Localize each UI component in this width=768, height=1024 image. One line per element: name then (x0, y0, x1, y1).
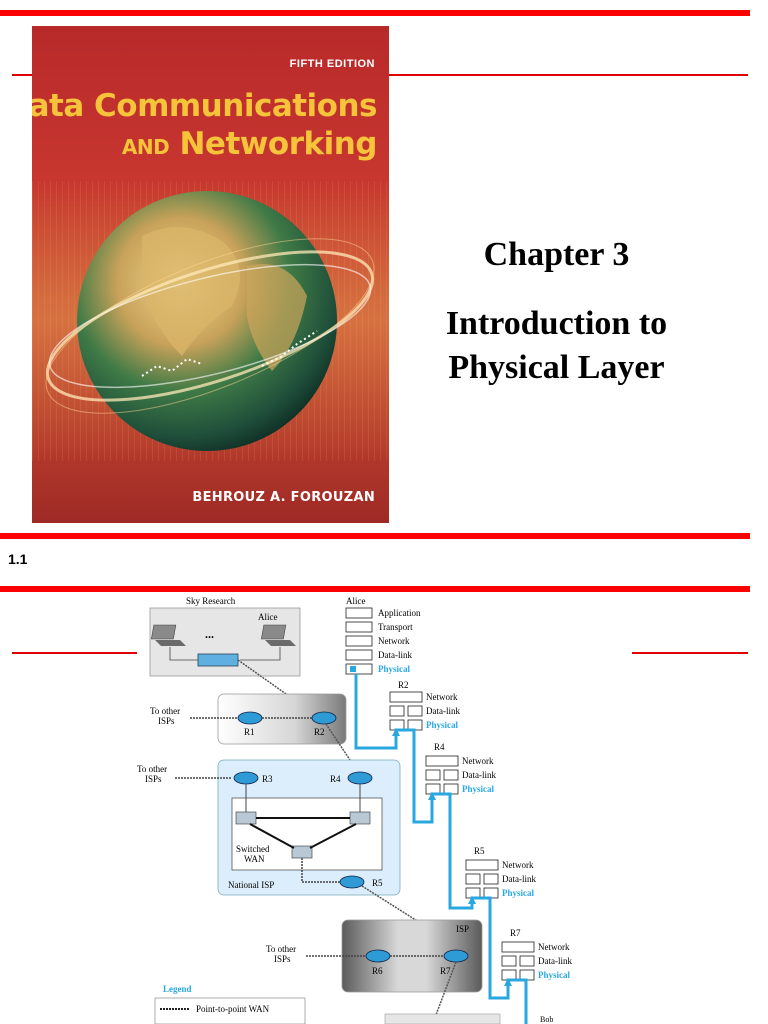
router-icon (339, 875, 365, 889)
r7-layer-network: Network (538, 942, 570, 952)
legend-box (154, 997, 306, 1024)
r4-layer-datalink: Data-link (462, 770, 496, 780)
r2-layer-stack (389, 691, 423, 731)
cover-title-line1: Data Communications (32, 88, 377, 124)
cover-title-and: AND (121, 135, 170, 159)
legend-item-p2p: Point-to-point WAN (196, 1004, 270, 1014)
router-icon (233, 771, 259, 785)
sky-alice-label: Alice (258, 612, 278, 622)
cover-edition: FIFTH EDITION (289, 58, 375, 70)
cover-author: BEHROUZ A. FOROUZAN (192, 490, 375, 505)
sky-research-label: Sky Research (186, 596, 236, 606)
cover-title-networking: Networking (179, 126, 377, 162)
alice-layer-physical: Physical (378, 664, 411, 674)
r5-stack-label: R5 (474, 846, 485, 856)
r5-layer-stack (465, 859, 499, 899)
chapter-title: Introduction to Physical Layer (389, 302, 724, 390)
chapter-number: Chapter 3 (483, 236, 630, 273)
r4-stack-label: R4 (434, 742, 445, 752)
isp-label: ISP (456, 924, 469, 934)
wan-switch-icon (235, 811, 257, 825)
router-icon (237, 711, 263, 725)
alice-layer-stack (345, 607, 373, 675)
r4-layer-stack (425, 755, 459, 795)
r5-layer-datalink: Data-link (502, 874, 536, 884)
r5-layer-network: Network (502, 860, 534, 870)
router-r7-label: R7 (440, 966, 451, 976)
r4-layer-network: Network (462, 756, 494, 766)
router-r3-label: R3 (262, 774, 273, 784)
network-diagram: Sky Research Alice ... To other ISPs R1 … (137, 596, 572, 1024)
slide-separator-bar-2 (0, 586, 750, 592)
slide-separator-bar-1 (0, 533, 750, 539)
laptop-icon (261, 624, 296, 646)
alice-stack-label: Alice (346, 596, 366, 606)
alice-layer-application: Application (378, 608, 421, 618)
r2-stack-label: R2 (398, 680, 409, 690)
chapter-title-line2: Physical Layer (448, 349, 665, 386)
r2-layer-physical: Physical (426, 720, 459, 730)
router-icon (365, 949, 391, 963)
router-r2-label: R2 (314, 727, 325, 737)
router-r1-label: R1 (244, 727, 255, 737)
to-other-isps-label-1a: To other (150, 706, 180, 716)
book-cover: FIFTH EDITION Data Communications AND Ne… (32, 26, 389, 523)
laptop-icon (151, 624, 186, 646)
router-icon (347, 771, 373, 785)
router-icon (443, 949, 469, 963)
wan-switch-icon (291, 845, 313, 859)
chapter-title-line1: Introduction to (445, 305, 668, 342)
alice-layer-network: Network (378, 636, 410, 646)
slide2-red-line-right (632, 652, 748, 654)
bob-lan-box (384, 1013, 501, 1024)
router-r4-label: R4 (330, 774, 341, 784)
regional-isp-box (217, 693, 347, 745)
to-other-isps-label-2a: To other (137, 764, 167, 774)
to-other-isps-label-3b: ISPs (274, 954, 291, 964)
wan-switch-icon (349, 811, 371, 825)
r2-layer-network: Network (426, 692, 458, 702)
alice-layer-datalink: Data-link (378, 650, 412, 660)
r7-layer-datalink: Data-link (538, 956, 572, 966)
to-other-isps-label-2b: ISPs (145, 774, 162, 784)
switched-wan-label-2: WAN (244, 854, 265, 864)
router-r6-label: R6 (372, 966, 383, 976)
r5-layer-physical: Physical (502, 888, 535, 898)
national-isp-label: National ISP (228, 880, 274, 890)
router-icon (311, 711, 337, 725)
alice-layer-transport: Transport (378, 622, 413, 632)
lan-switch-icon (197, 653, 239, 667)
slide2-red-line-left (12, 652, 137, 654)
r2-layer-datalink: Data-link (426, 706, 460, 716)
r7-layer-stack (501, 941, 535, 981)
cover-title-line2: AND Networking (121, 126, 378, 162)
r7-layer-physical: Physical (538, 970, 571, 980)
legend-title: Legend (163, 984, 192, 994)
to-other-isps-label-1b: ISPs (158, 716, 175, 726)
r7-stack-label: R7 (510, 928, 521, 938)
top-red-bar (0, 10, 750, 16)
to-other-isps-label-3a: To other (266, 944, 296, 954)
router-r5-label: R5 (372, 878, 383, 888)
slide-number: 1.1 (8, 551, 28, 567)
bob-label: Bob (540, 1015, 553, 1024)
switched-wan-label-1: Switched (236, 844, 270, 854)
globe-illustration (45, 191, 375, 451)
r4-layer-physical: Physical (462, 784, 495, 794)
ellipsis-label: ... (205, 627, 214, 641)
